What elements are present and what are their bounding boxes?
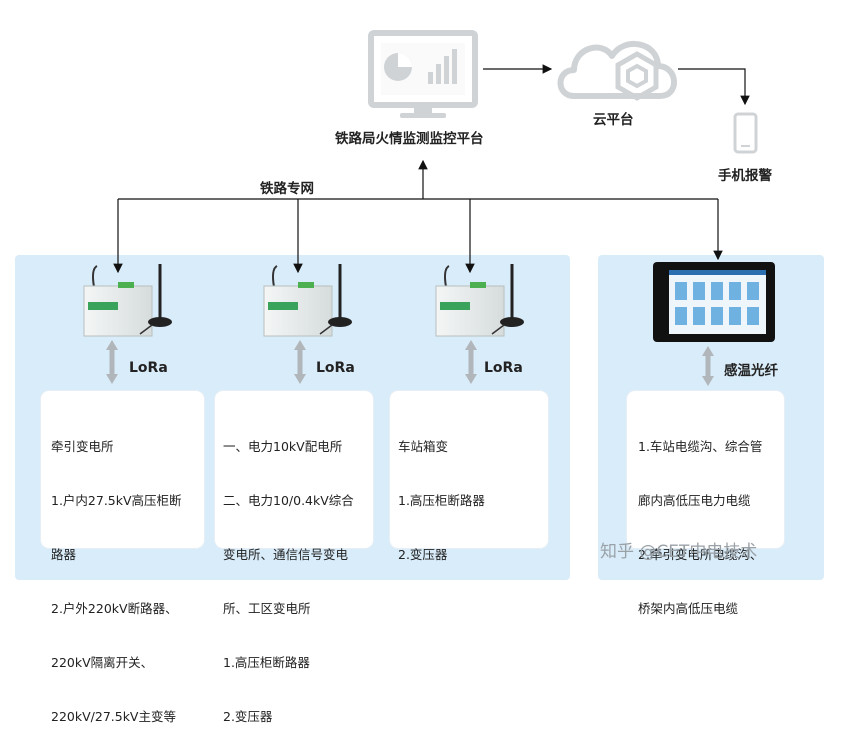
card-3-text: 车站箱变 1.高压柜断路器 2.变压器: [398, 402, 485, 582]
card-4-line: 桥架内高低压电缆: [638, 601, 739, 616]
lora-device-1: [83, 264, 172, 337]
monitor-icon: [368, 30, 478, 118]
card-2-line: 2.变压器: [223, 709, 273, 724]
card-2-line: 所、工区变电所: [223, 601, 311, 616]
card-4-line: 2.牵引变电所电缆沟、: [638, 547, 763, 562]
card-1-line: 220kV隔离开关、: [51, 655, 154, 670]
cloud-label: 云平台: [593, 112, 634, 128]
watermark: 知乎 @CET中电技术: [600, 542, 758, 562]
card-2-line: 二、电力10/0.4kV综合: [223, 493, 354, 508]
double-arrows: [106, 340, 714, 386]
card-1-line: 路器: [51, 547, 77, 562]
card-1-text: 牵引变电所 1.户内27.5kV高压柜断 路器 2.户外220kV断路器、 22…: [51, 402, 182, 744]
card-fiber: [627, 391, 784, 548]
card-1-line: 2.户外220kV断路器、: [51, 601, 178, 616]
card-2-line: 1.高压柜断路器: [223, 655, 310, 670]
card-traction-substation: [41, 391, 204, 548]
touchscreen-display: [653, 262, 775, 342]
diagram-graphics: [83, 30, 775, 386]
lora-label-3: LoRa: [484, 360, 523, 376]
railway-network-label: 铁路专网: [260, 181, 314, 197]
card-1-title: 牵引变电所: [51, 439, 114, 454]
card-2-line: 变电所、通信信号变电: [223, 547, 349, 562]
card-3-line: 1.高压柜断路器: [398, 493, 485, 508]
card-1-line: 1.户内27.5kV高压柜断: [51, 493, 182, 508]
card-4-line: 廊内高低压电力电缆: [638, 493, 751, 508]
phone-icon: [733, 112, 758, 154]
card-2-text: 一、电力10kV配电所 二、电力10/0.4kV综合 变电所、通信信号变电 所、…: [223, 402, 354, 744]
card-4-text: 1.车站电缆沟、综合管 廊内高低压电力电缆 2.牵引变电所电缆沟、 桥架内高低压…: [638, 402, 762, 636]
card-1-line: 220kV/27.5kV主变等: [51, 709, 176, 724]
fiber-label: 感温光纤: [724, 363, 778, 379]
card-3-title: 车站箱变: [398, 439, 449, 454]
lora-label-1: LoRa: [129, 360, 168, 376]
card-2-line: 一、电力10kV配电所: [223, 439, 343, 454]
lora-device-3: [435, 264, 524, 337]
card-3-line: 2.变压器: [398, 547, 448, 562]
card-power-substation: [215, 391, 373, 548]
cloud-icon: [557, 40, 677, 101]
card-4-line: 1.车站电缆沟、综合管: [638, 439, 763, 454]
lora-label-2: LoRa: [316, 360, 355, 376]
lora-device-2: [263, 264, 352, 337]
platform-label: 铁路局火情监测监控平台: [335, 131, 484, 147]
phone-alarm-label: 手机报警: [718, 168, 772, 184]
card-station-box: [390, 391, 548, 548]
